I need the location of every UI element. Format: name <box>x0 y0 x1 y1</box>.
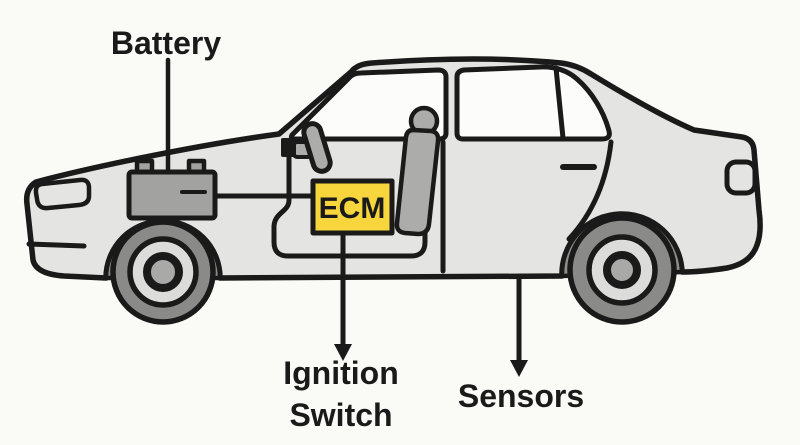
sensors-arrowhead <box>510 360 528 377</box>
steering-wheel <box>301 121 333 174</box>
ecm-box <box>310 178 395 236</box>
battery-label: Battery <box>111 25 221 61</box>
ecm-label: ECM <box>319 192 386 225</box>
ignition-arrowhead <box>334 344 352 361</box>
ignition-switch-label-line2: Switch <box>289 397 392 433</box>
driver-seat-back <box>394 127 441 237</box>
rear-hub <box>603 251 641 289</box>
sensors-label: Sensors <box>458 378 584 414</box>
tail-light <box>724 159 758 196</box>
ignition-switch-label-line1: Ignition <box>283 355 399 391</box>
rear-window-divider <box>553 65 566 141</box>
c-pillar-edge <box>566 139 614 242</box>
front-door-window <box>288 67 449 142</box>
headlight <box>33 177 92 211</box>
front-door-outline <box>271 138 428 259</box>
front-bumper-crease <box>26 241 87 249</box>
rear-wheel <box>567 215 677 325</box>
battery-box <box>126 169 218 221</box>
front-hub <box>143 252 183 292</box>
front-wheel <box>110 219 216 325</box>
